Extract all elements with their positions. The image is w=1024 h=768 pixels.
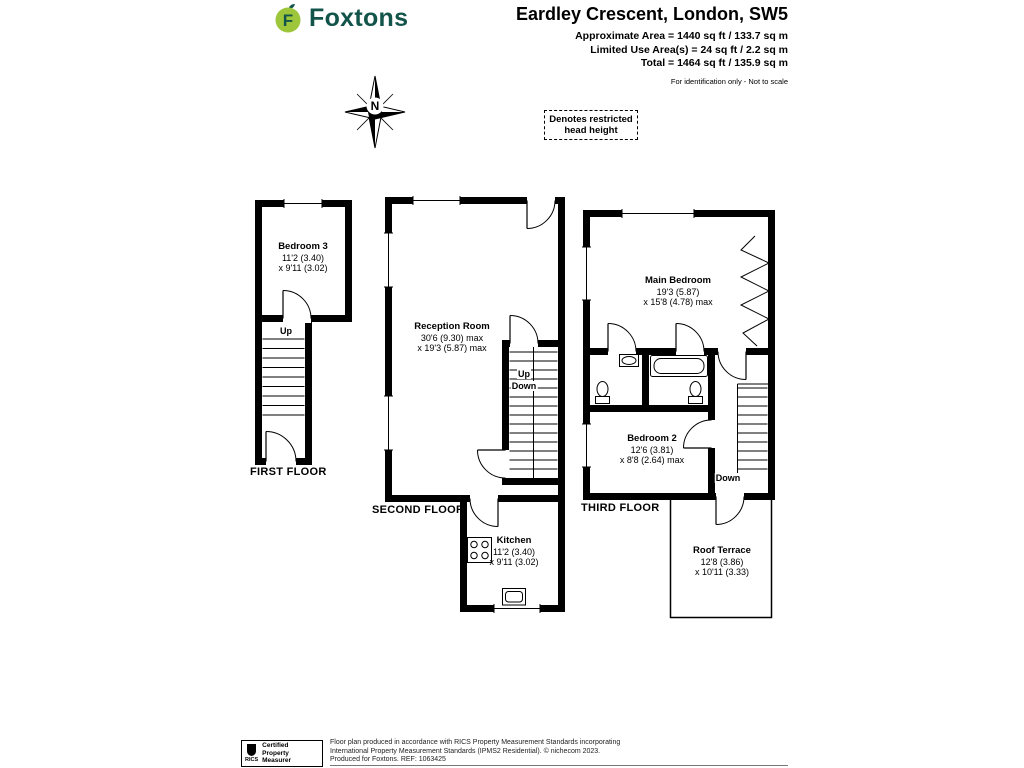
foxtons-logo-icon: F — [275, 4, 301, 33]
basin-icon — [619, 354, 639, 367]
footer-line-3: Produced for Foxtons. REF: 1063425 — [330, 756, 446, 764]
stairs-third-floor — [737, 383, 768, 473]
room-label-bedroom2: Bedroom 2 12'6 (3.81) x 8'8 (2.64) max — [619, 433, 685, 465]
legend-line-2: head height — [564, 125, 618, 136]
bathtub-icon — [650, 355, 708, 377]
footer-line-2: International Property Measurement Stand… — [330, 747, 601, 755]
room-label-main-bedroom: Main Bedroom 19'3 (5.87) x 15'8 (4.78) m… — [643, 275, 713, 307]
room-label-roof-terrace: Roof Terrace 12'8 (3.86) x 10'11 (3.33) — [693, 545, 751, 577]
restricted-head-height-zigzag — [739, 235, 771, 347]
roof-terrace-outline — [669, 500, 773, 619]
footer-disclaimer: Floor plan produced in accordance with R… — [330, 739, 620, 765]
area-line-approximate: Approximate Area = 1440 sq ft / 133.7 sq… — [575, 30, 788, 42]
rics-certification-badge: RICS Certified Property Measurer — [241, 740, 323, 767]
restricted-height-legend: Denotes restricted head height — [544, 110, 638, 140]
logo-letter: F — [283, 11, 293, 30]
compass-icon — [344, 75, 406, 149]
stairs-first-floor — [262, 338, 305, 416]
compass-north-label: N — [370, 99, 380, 113]
window-symbols — [283, 196, 695, 613]
stairs-up-label-second-floor: Up — [517, 369, 531, 379]
room-label-reception: Reception Room 30'6 (9.30) max x 19'3 (5… — [414, 321, 490, 353]
foxtons-logo-text: Foxtons — [309, 4, 409, 32]
title-block: Eardley Crescent, London, SW5 Approximat… — [470, 4, 788, 86]
rics-crest-icon — [247, 744, 257, 757]
room-label-kitchen: Kitchen 11'2 (3.40) x 9'11 (3.02) — [489, 535, 539, 567]
identification-disclaimer: For identification only - Not to scale — [670, 76, 788, 86]
rics-text: Certified Property Measurer — [262, 742, 292, 765]
foxtons-logo: F Foxtons — [274, 3, 408, 34]
floor-title-third: THIRD FLOOR — [581, 502, 660, 514]
rics-crest: RICS — [245, 743, 258, 764]
toilet-icon-left — [595, 381, 610, 404]
area-line-limited-use: Limited Use Area(s) = 24 sq ft / 2.2 sq … — [590, 43, 788, 56]
stairs-second-floor — [509, 347, 558, 478]
footer-rule — [330, 765, 788, 766]
legend-line-1: Denotes restricted — [549, 114, 633, 125]
kitchen-hob-icon — [467, 537, 492, 563]
stairs-down-label-third-floor: Down — [714, 473, 742, 483]
stairs-up-label-first-floor: Up — [279, 326, 293, 336]
toilet-icon-right — [688, 381, 703, 404]
door-leaves — [265, 200, 747, 527]
property-title: Eardley Crescent, London, SW5 — [515, 4, 788, 24]
room-label-bedroom3: Bedroom 3 11'2 (3.40) x 9'11 (3.02) — [278, 241, 328, 273]
logo-circle — [275, 7, 301, 33]
logo-leaf-stem — [289, 4, 295, 9]
area-line-total: Total = 1464 sq ft / 135.9 sq m — [640, 57, 788, 69]
door-arcs — [265, 200, 747, 527]
floor-title-first: FIRST FLOOR — [250, 466, 327, 478]
rics-label: RICS — [245, 757, 259, 764]
stairs-down-label-second-floor: Down — [510, 381, 538, 391]
floor-title-second: SECOND FLOOR — [372, 504, 465, 516]
footer-line-1: Floor plan produced in accordance with R… — [330, 739, 621, 746]
kitchen-sink-icon — [502, 588, 526, 606]
